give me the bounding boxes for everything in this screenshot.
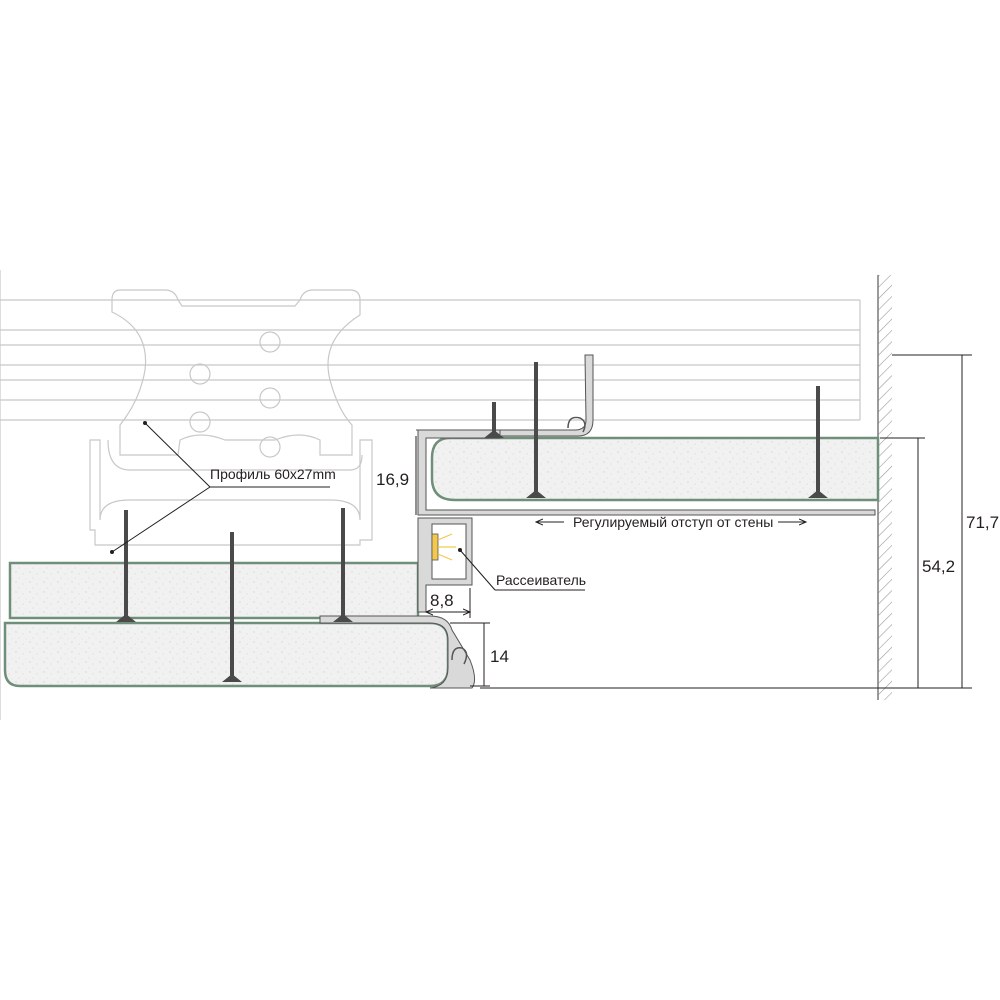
- diffuser-label: Рассеиватель: [496, 572, 586, 588]
- dimension-8-8: 8,8: [430, 591, 454, 610]
- diffuser-leader-line: [458, 548, 585, 591]
- profile-label: Профиль 60x27mm: [210, 466, 336, 482]
- profile-leader-lines: [110, 421, 330, 554]
- dimension-14: 14: [490, 647, 509, 666]
- dimension-16-9: 16,9: [376, 470, 409, 489]
- screw-6: [808, 386, 828, 498]
- screw-2: [222, 532, 242, 682]
- screw-4: [484, 402, 504, 438]
- dimension-54-2: 54,2: [922, 557, 955, 576]
- screw-1: [116, 510, 136, 622]
- drywall-board-lower-left: [3, 621, 450, 688]
- dimension-lines: [415, 354, 972, 689]
- profile-bracket: [89, 289, 373, 546]
- drywall-board-right: [430, 436, 880, 502]
- screw-5: [526, 362, 546, 498]
- dimension-71-7: 71,7: [966, 513, 999, 532]
- drywall-board-upper-left: [8, 561, 420, 620]
- wall: [877, 275, 892, 700]
- led-diffuser: [431, 533, 456, 561]
- screw-3: [333, 508, 353, 622]
- offset-label: Регулируемый отступ от стены: [573, 514, 773, 530]
